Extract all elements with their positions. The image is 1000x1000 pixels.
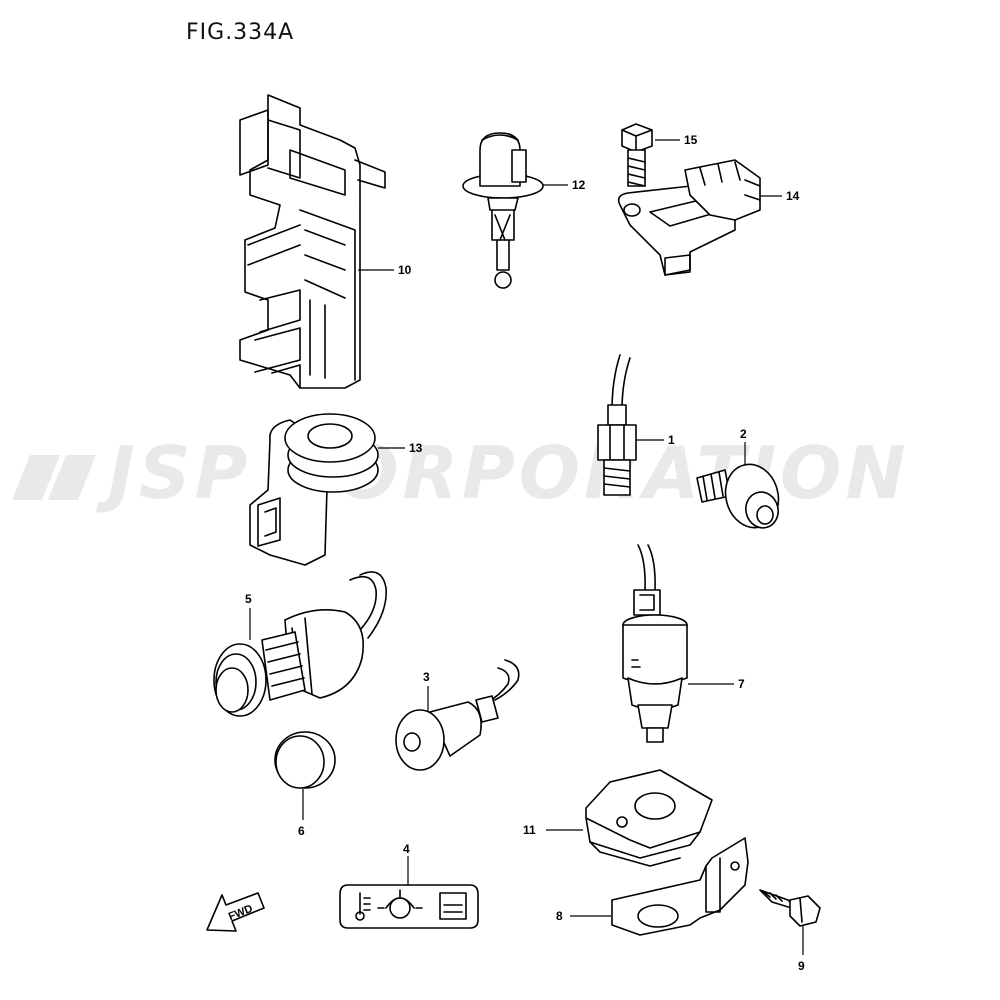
part-1-temperature-sensor — [597, 354, 637, 496]
part-3-sensor — [395, 659, 520, 771]
part-12-temperature-sensor — [462, 132, 544, 289]
part-5-sensor-body — [213, 571, 387, 717]
callout-7: 7 — [738, 677, 745, 691]
gauge-icon — [439, 892, 467, 920]
thermometer-icon — [355, 892, 371, 921]
figure-title: FIG.334A — [186, 20, 295, 45]
callout-13: 13 — [409, 441, 423, 455]
callout-11: 11 — [523, 823, 536, 837]
fwd-arrow: FWD — [206, 892, 265, 932]
part-15-bolt — [621, 123, 653, 187]
callout-5: 5 — [245, 592, 252, 606]
callout-12: 12 — [572, 178, 586, 192]
callout-3: 3 — [423, 670, 430, 684]
part-9-bolt — [759, 889, 821, 927]
engine-icon — [377, 889, 423, 919]
part-6-cap — [274, 731, 336, 789]
callout-10: 10 — [398, 263, 412, 277]
callout-2: 2 — [740, 427, 747, 441]
part-2-knock-sensor — [696, 463, 780, 529]
part-8-bracket — [611, 837, 749, 936]
callout-6: 6 — [298, 824, 305, 838]
callout-14: 14 — [786, 189, 800, 203]
callout-4: 4 — [403, 842, 410, 856]
callout-8: 8 — [556, 909, 563, 923]
part-14-pressure-sensor — [617, 159, 761, 276]
callout-9: 9 — [798, 959, 805, 973]
callout-15: 15 — [684, 133, 698, 147]
part-13-grommet — [249, 413, 379, 566]
part-7-pressure-switch — [622, 544, 688, 743]
callout-1: 1 — [668, 433, 675, 447]
watermark-logo-icon — [12, 455, 96, 500]
part-4-decal — [339, 884, 479, 929]
part-10-connector-bracket — [239, 94, 386, 389]
part-11-plate — [585, 769, 713, 867]
